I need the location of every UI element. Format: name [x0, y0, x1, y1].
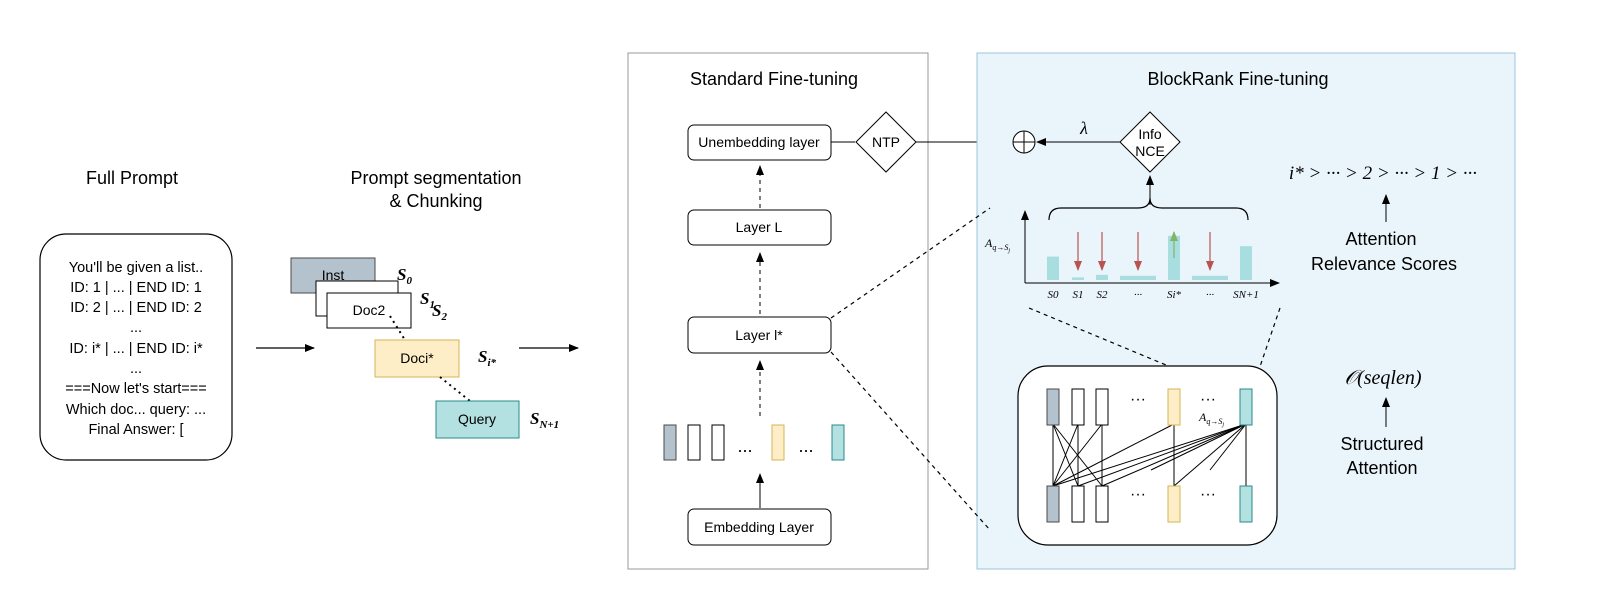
blockrank-finetuning-title: BlockRank Fine-tuning	[1147, 69, 1328, 89]
matrix-ellipsis: ···	[1130, 391, 1146, 408]
standard-finetuning-title: Standard Fine-tuning	[690, 69, 858, 89]
matrix-ellipsis: ···	[1200, 486, 1216, 503]
attention-bar-chart: Aq→Sj S0 S1 S2 ··· Si* ··· SN+1	[984, 210, 1280, 301]
embedding-layer-box	[687, 508, 832, 546]
attention-edges	[1052, 423, 1247, 487]
infonce-label-line2: NCE	[1135, 143, 1165, 159]
matrix-token-inst-bottom	[1046, 485, 1060, 523]
score-tick-label: ···	[1134, 289, 1143, 301]
prompt-line: ID: 2 | ... | END ID: 2	[70, 300, 202, 316]
complexity-label: 𝒪(seqlen)	[1344, 367, 1421, 389]
prompt-line: ...	[130, 320, 142, 336]
score-bar	[1072, 277, 1084, 280]
prompt-line: ===Now let's start===	[65, 381, 206, 397]
scores-brace	[1048, 197, 1249, 221]
infonce-diamond	[1119, 111, 1181, 173]
ranking-expression: i* > ··· > 2 > ··· > 1 > ···	[1289, 163, 1477, 184]
y-axis-label: Aq→Sj	[984, 236, 1010, 254]
label-s1: S1	[420, 289, 435, 311]
attention-top-tokens: ··· ··· Aq→Sj	[1046, 388, 1253, 428]
matrix-token-doc-bottom	[1071, 485, 1085, 523]
token-query	[831, 424, 845, 461]
score-bar	[1240, 246, 1252, 280]
zoom-line-chart-left	[1028, 307, 1179, 371]
doc2-chunk	[326, 292, 412, 329]
score-tick-label: Si*	[1167, 289, 1182, 301]
label-s0: S0	[397, 265, 412, 287]
matrix-ellipsis: ···	[1200, 391, 1216, 408]
attention-bottom-tokens: ··· ···	[1046, 485, 1253, 523]
token-ellipsis: ...	[798, 436, 813, 456]
query-chunk	[435, 400, 520, 439]
token-doc	[711, 424, 725, 461]
query-chunk-label: Query	[458, 411, 496, 427]
layer-istar-box	[687, 316, 832, 354]
full-prompt-lines: You'll be given a list.. ID: 1 | ... | E…	[65, 260, 206, 438]
matrix-token-query-top	[1239, 388, 1253, 426]
matrix-token-doci-bottom	[1167, 485, 1181, 523]
matrix-token-doci-top	[1167, 388, 1181, 426]
matrix-token-doc-top	[1071, 388, 1085, 426]
prompt-line: ...	[130, 361, 142, 377]
doc2-chunk-label: Doc2	[353, 302, 386, 318]
prompt-line: Final Answer: [	[88, 422, 183, 438]
lambda-label: λ	[1079, 118, 1088, 138]
doci-chunk	[374, 339, 460, 378]
matrix-token-doc-bottom	[1095, 485, 1109, 523]
score-tick-label: SN+1	[1233, 289, 1259, 301]
attention-scores-label-line1: Attention	[1345, 229, 1416, 249]
matrix-ellipsis: ···	[1130, 486, 1146, 503]
token-ellipsis: ...	[737, 436, 752, 456]
embedding-layer-label: Embedding Layer	[704, 519, 814, 535]
token-sequence: ... ...	[663, 424, 845, 461]
inst-chunk-label: Inst	[322, 267, 345, 283]
full-prompt-title: Full Prompt	[86, 168, 178, 188]
score-bar	[1120, 275, 1156, 280]
attention-scores-label-line2: Relevance Scores	[1311, 254, 1457, 274]
doci-chunk-label: Doci*	[400, 350, 434, 366]
prompt-line: You'll be given a list..	[69, 260, 203, 276]
prompt-line: ID: i* | ... | END ID: i*	[69, 341, 203, 357]
ntp-diamond	[855, 111, 917, 173]
label-si: Si*	[478, 347, 497, 369]
infonce-label-line1: Info	[1138, 126, 1162, 142]
prompt-line: Which doc... query: ...	[66, 402, 206, 418]
zoom-line-top	[830, 207, 991, 319]
structured-attention-label-line1: Structured	[1340, 434, 1423, 454]
full-prompt-box	[39, 233, 233, 461]
label-sn: SN+1	[530, 409, 559, 431]
token-doci	[771, 424, 785, 461]
label-s2: S2	[432, 301, 447, 323]
token-doc	[687, 424, 701, 461]
matrix-token-inst-top	[1046, 388, 1060, 426]
unembedding-layer-label: Unembedding layer	[698, 134, 820, 150]
layer-istar-label: Layer l*	[735, 327, 783, 343]
structured-attention-label-line2: Attention	[1346, 458, 1417, 478]
prompt-line: ID: 1 | ... | END ID: 1	[70, 280, 202, 296]
score-bar	[1047, 256, 1059, 280]
query-ellipsis-connector	[439, 376, 471, 402]
matrix-token-doc-top	[1095, 388, 1109, 426]
layer-L-box	[687, 209, 832, 246]
score-tick-label: S0	[1048, 289, 1060, 301]
token-inst	[663, 424, 677, 461]
matrix-attention-label: Aq→Sj	[1198, 410, 1224, 428]
layer-L-label: Layer L	[736, 219, 783, 235]
segmentation-title-line2: & Chunking	[389, 191, 482, 211]
ntp-label: NTP	[872, 134, 900, 150]
score-tick-label: S1	[1073, 289, 1084, 301]
score-tick-label: ···	[1206, 289, 1215, 301]
segmentation-title-line1: Prompt segmentation	[350, 168, 521, 188]
score-tick-label: S2	[1097, 289, 1109, 301]
score-bar	[1192, 275, 1228, 280]
matrix-token-query-bottom	[1239, 485, 1253, 523]
score-bar	[1096, 274, 1108, 280]
